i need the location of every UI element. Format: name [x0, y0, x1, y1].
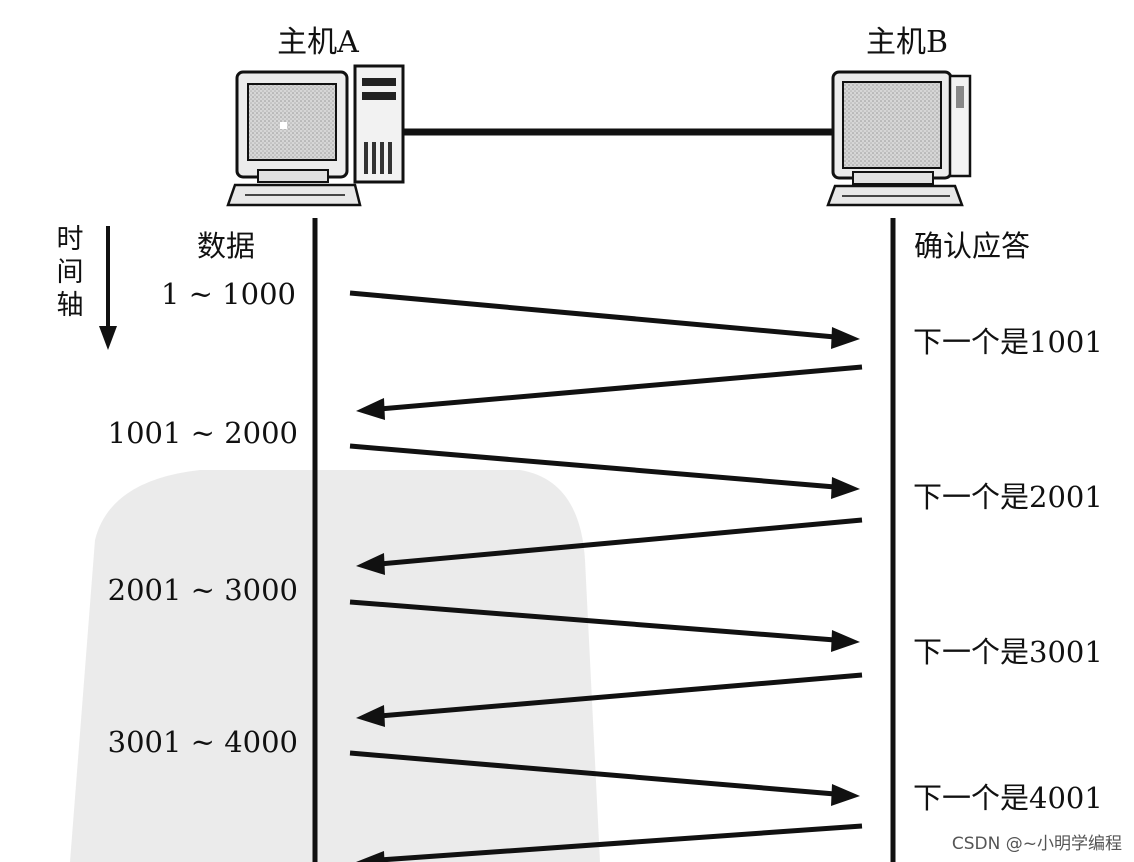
csdn-watermark: CSDN @~小明学编程 — [951, 834, 1122, 854]
ack-arrow — [356, 517, 863, 575]
time-axis-arrow-icon — [99, 226, 117, 350]
ack-label: 下一个是1001 — [913, 325, 1103, 359]
data-arrow — [349, 599, 860, 652]
ack-arrow — [356, 672, 863, 727]
data-arrow — [349, 443, 860, 499]
data-arrow — [349, 290, 860, 349]
data-range-label: 1 ~ 1000 — [161, 277, 296, 311]
host-b-computer-icon — [826, 70, 972, 207]
host-b-label: 主机B — [866, 25, 948, 60]
ack-label: 下一个是3001 — [913, 635, 1103, 669]
data-column-header: 数据 — [197, 229, 255, 263]
data-range-label: 2001 ~ 3000 — [108, 573, 298, 607]
time-axis-char: 时 — [57, 224, 84, 255]
host-a-label: 主机A — [277, 25, 359, 60]
time-axis-char: 轴 — [57, 290, 84, 321]
ack-column-header: 确认应答 — [914, 229, 1030, 263]
ack-arrow — [356, 823, 863, 862]
time-axis-char: 间 — [57, 257, 84, 288]
data-range-label: 3001 ~ 4000 — [108, 725, 298, 759]
ack-arrow — [356, 364, 863, 420]
data-arrow — [349, 750, 860, 806]
ack-label: 下一个是4001 — [913, 781, 1103, 815]
ack-label: 下一个是2001 — [913, 480, 1103, 514]
data-range-label: 1001 ~ 2000 — [108, 416, 298, 450]
host-a-computer-icon — [226, 64, 405, 207]
background-seal — [70, 470, 600, 862]
